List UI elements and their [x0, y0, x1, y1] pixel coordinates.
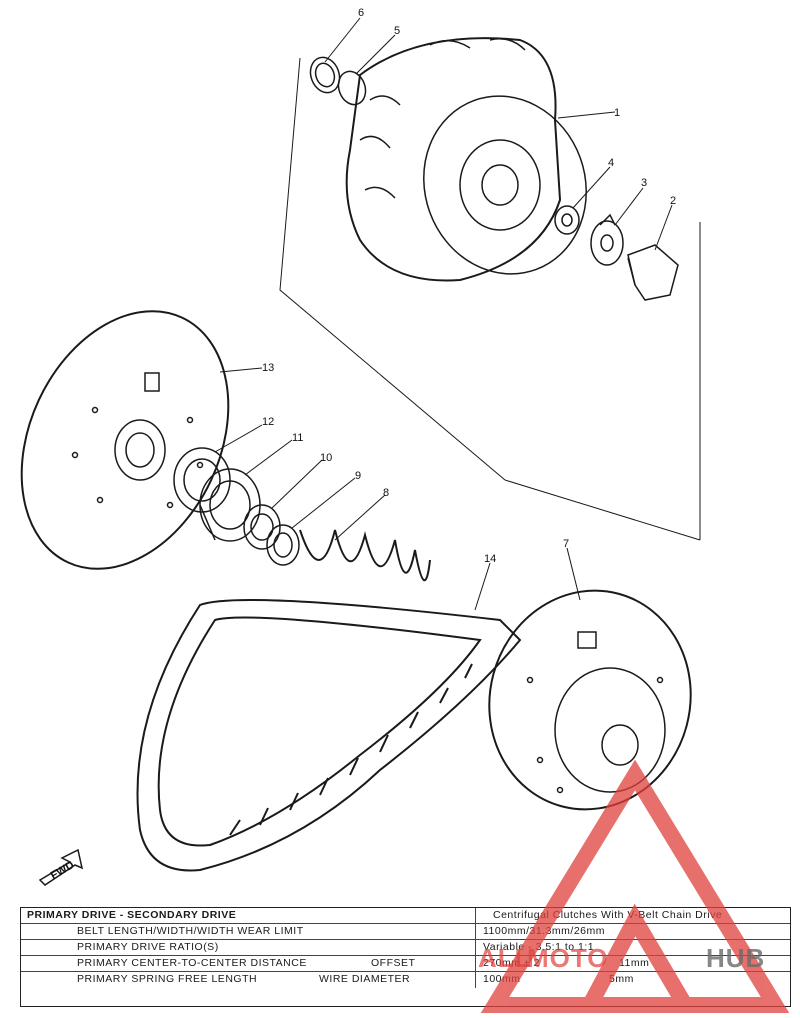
- spec-value: Variable - 3.5:1 to 1:1: [483, 941, 595, 953]
- spec-header-left: PRIMARY DRIVE - SECONDARY DRIVE: [27, 909, 237, 921]
- spec-label: PRIMARY SPRING FREE LENGTH: [77, 973, 258, 985]
- part-2-bolt: [627, 244, 679, 301]
- callout-3: 3: [641, 177, 647, 189]
- callout-1: 1: [614, 107, 620, 119]
- spec-label: PRIMARY DRIVE RATIO(S): [77, 941, 219, 953]
- part-10-washer: [243, 504, 281, 550]
- part-8-spring: [299, 529, 431, 582]
- spec-table: PRIMARY DRIVE - SECONDARY DRIVE Centrifu…: [20, 907, 791, 1007]
- spec-label-secondary: OFFSET: [371, 957, 416, 969]
- spec-value-secondary: 11mm: [619, 957, 650, 969]
- callout-13: 13: [262, 362, 274, 374]
- spec-row: PRIMARY CENTER-TO-CENTER DISTANCE OFFSET…: [21, 956, 790, 972]
- spec-value-cell: Variable - 3.5:1 to 1:1: [479, 940, 789, 955]
- callout-6: 6: [358, 7, 364, 19]
- part-12-bearing: [173, 447, 231, 513]
- callout-4: 4: [608, 157, 614, 169]
- callout-10: 10: [320, 452, 332, 464]
- callout-leader-lines: [214, 17, 673, 611]
- callout-11: 11: [292, 432, 303, 444]
- fwd-label: FWD: [49, 859, 77, 882]
- spec-label-cell: PRIMARY CENTER-TO-CENTER DISTANCE OFFSET: [21, 956, 476, 971]
- exploded-parts-diagram: 6 5 1 4 3 2 13 12 11 10 9 8 14 7 FWD: [20, 7, 701, 886]
- spec-row: BELT LENGTH/WIDTH/WIDTH WEAR LIMIT 1100m…: [21, 924, 790, 940]
- part-1-clutch-housing: [345, 37, 587, 282]
- spec-value: 270mm ± 2: [483, 957, 540, 969]
- fwd-arrow-icon: [38, 848, 84, 886]
- callout-8: 8: [383, 487, 389, 499]
- spec-header-right: Centrifugal Clutches With V-Belt Chain D…: [493, 909, 723, 921]
- spec-label-cell: PRIMARY SPRING FREE LENGTH WIRE DIAMETER: [21, 972, 476, 988]
- callout-12: 12: [262, 416, 274, 428]
- part-7-driven-sheave: [488, 589, 692, 811]
- part-3-lock-washer: [590, 213, 624, 266]
- part-9-retainer: [266, 524, 300, 566]
- part-14-v-belt: [136, 599, 522, 872]
- spec-header-row: PRIMARY DRIVE - SECONDARY DRIVE Centrifu…: [21, 908, 790, 924]
- spec-value: 100mm: [483, 973, 521, 985]
- part-5-circlip: [337, 70, 367, 106]
- spec-row: PRIMARY SPRING FREE LENGTH WIRE DIAMETER…: [21, 972, 790, 988]
- spec-label: BELT LENGTH/WIDTH/WIDTH WEAR LIMIT: [77, 925, 304, 937]
- part-4-washer: [554, 205, 580, 235]
- callout-7: 7: [563, 538, 569, 550]
- callout-5: 5: [394, 25, 400, 37]
- spec-label-cell: PRIMARY DRIVE RATIO(S): [21, 940, 476, 955]
- part-6-ring: [309, 56, 341, 94]
- callout-14: 14: [484, 553, 496, 565]
- spec-label-cell: BELT LENGTH/WIDTH/WIDTH WEAR LIMIT: [21, 924, 476, 939]
- assembly-bracket-lines: [279, 57, 701, 541]
- callout-9: 9: [355, 470, 361, 482]
- spec-header-right-cell: Centrifugal Clutches With V-Belt Chain D…: [479, 908, 789, 923]
- spec-value-cell: 100mm 5mm: [479, 972, 789, 988]
- spec-header-left-cell: PRIMARY DRIVE - SECONDARY DRIVE: [21, 908, 476, 923]
- callout-2: 2: [670, 195, 676, 207]
- spec-value: 1100mm/31.3mm/26mm: [483, 925, 606, 937]
- spec-label: PRIMARY CENTER-TO-CENTER DISTANCE: [77, 957, 307, 969]
- spec-label-secondary: WIRE DIAMETER: [319, 973, 411, 985]
- spec-value-cell: 1100mm/31.3mm/26mm: [479, 924, 789, 939]
- spec-value-cell: 270mm ± 2 11mm: [479, 956, 789, 971]
- spec-value-secondary: 5mm: [609, 973, 634, 985]
- part-13-drive-sheave: [20, 310, 230, 570]
- spec-row: PRIMARY DRIVE RATIO(S) Variable - 3.5:1 …: [21, 940, 790, 956]
